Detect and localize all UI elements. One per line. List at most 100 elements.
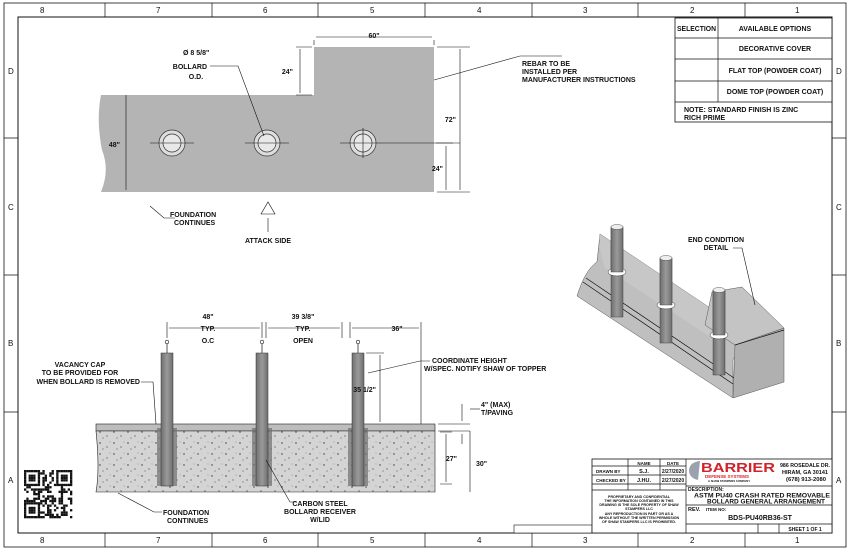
qr-module <box>53 509 57 512</box>
qr-module <box>24 502 27 505</box>
rebar-note: INSTALLED PER <box>522 69 577 76</box>
qr-module <box>65 513 68 516</box>
qr-module <box>26 483 29 487</box>
receiver-note: BOLLARD RECEIVER <box>284 509 356 516</box>
zone-label: C <box>8 203 14 212</box>
qr-module <box>70 470 73 473</box>
coordinate-height-note: W/SPEC. NOTIFY SHAW OF TOPPER <box>424 366 546 373</box>
qr-module <box>60 479 64 482</box>
qr-module <box>37 502 41 505</box>
qr-module <box>35 497 38 500</box>
title-block: NAME DATE DRAWN BY S.J. 2/27/2020 CHECKE… <box>513 458 833 534</box>
sheet-number: SHEET 1 OF 1 <box>788 527 822 533</box>
qr-module <box>33 493 36 496</box>
qr-module <box>56 474 59 477</box>
zone-label: B <box>836 339 841 348</box>
dimension-label: 30" <box>476 461 487 468</box>
qr-module <box>26 486 29 489</box>
qr-module <box>67 483 70 487</box>
table-row: FLAT TOP (POWDER COAT) <box>729 68 822 75</box>
zone-label: 5 <box>370 536 375 545</box>
qr-module <box>49 499 52 503</box>
qr-module <box>30 476 34 480</box>
qr-module <box>58 470 61 473</box>
qr-module <box>35 502 38 505</box>
qr-module <box>37 504 41 507</box>
checked-by-label: CHECKED BY <box>596 478 626 483</box>
qr-module <box>49 495 52 498</box>
dimension-label: O.C <box>202 338 214 345</box>
foundation-note: CONTINUES <box>174 220 216 227</box>
qr-module <box>60 476 64 480</box>
qr-module <box>63 479 66 482</box>
qr-module <box>49 511 52 514</box>
company-name: BARRIER <box>701 460 776 475</box>
table-header: AVAILABLE OPTIONS <box>739 26 812 33</box>
dimension-label: 60" <box>368 33 379 40</box>
qr-module <box>30 502 34 505</box>
qr-module <box>26 490 29 493</box>
qr-module <box>63 483 66 487</box>
dimension-label: 39 3/8" <box>292 314 315 321</box>
qr-module <box>37 506 41 510</box>
qr-module <box>37 476 41 480</box>
qr-module <box>70 483 73 487</box>
qr-module <box>65 470 68 473</box>
qr-module <box>49 516 52 519</box>
qr-module <box>28 509 31 512</box>
qr-module <box>24 516 27 519</box>
zone-label: 6 <box>263 536 268 545</box>
dimension-label: OPEN <box>293 338 313 345</box>
qr-module <box>37 490 41 493</box>
qr-module <box>35 483 38 487</box>
qr-module <box>37 474 41 477</box>
dimension-label: 72" <box>445 117 456 124</box>
qr-module <box>42 481 45 484</box>
qr-module <box>70 481 73 484</box>
qr-module <box>53 483 57 487</box>
bollard-od-label: O.D. <box>189 74 203 81</box>
description-label: DESCRIPTION: <box>688 487 724 493</box>
qr-module <box>28 470 31 473</box>
drawn-by-name: S.J. <box>639 469 649 475</box>
qr-module <box>67 497 70 500</box>
qr-module <box>26 497 29 500</box>
zone-label: 2 <box>690 536 695 545</box>
qr-module <box>33 506 36 510</box>
qr-module <box>70 479 73 482</box>
qr-module <box>33 470 36 473</box>
qr-module <box>56 476 59 480</box>
qr-module <box>42 488 45 491</box>
qr-module <box>33 509 36 512</box>
qr-module <box>63 476 66 480</box>
plan-view: 60" 24" 48" 72" 24" Ø 8 5/8" BOLLARD O.D… <box>98 33 636 245</box>
zone-label: 1 <box>795 6 800 15</box>
qr-module <box>33 490 36 493</box>
qr-module <box>70 493 73 496</box>
attack-side-label: ATTACK SIDE <box>245 238 291 245</box>
rev-label: REV. <box>688 507 701 513</box>
qr-module <box>28 486 31 489</box>
qr-module <box>24 509 27 512</box>
qr-module <box>30 488 34 491</box>
qr-module <box>49 513 52 516</box>
qr-module <box>26 470 29 473</box>
qr-module <box>56 483 59 487</box>
qr-module <box>30 474 34 477</box>
qr-module <box>42 511 45 514</box>
qr-module <box>49 490 52 493</box>
qr-module <box>37 470 41 473</box>
drawn-by-date: 2/27/2020 <box>662 469 684 475</box>
table-row: DOME TOP (POWDER COAT) <box>727 89 823 96</box>
qr-module <box>51 497 54 500</box>
qr-module <box>56 513 59 516</box>
sheet-border: 8 7 6 5 4 3 2 1 8 7 6 5 4 3 2 1 D C B A … <box>3 2 847 548</box>
zone-label: 5 <box>370 6 375 15</box>
table-header: SELECTION <box>677 26 716 33</box>
qr-module <box>37 488 41 491</box>
qr-module <box>51 516 54 519</box>
receiver-note: W/LID <box>310 517 330 524</box>
attack-side-arrow-icon <box>260 201 276 215</box>
zone-label: 7 <box>156 536 161 545</box>
isometric-view: END CONDITION DETAIL <box>576 224 785 399</box>
